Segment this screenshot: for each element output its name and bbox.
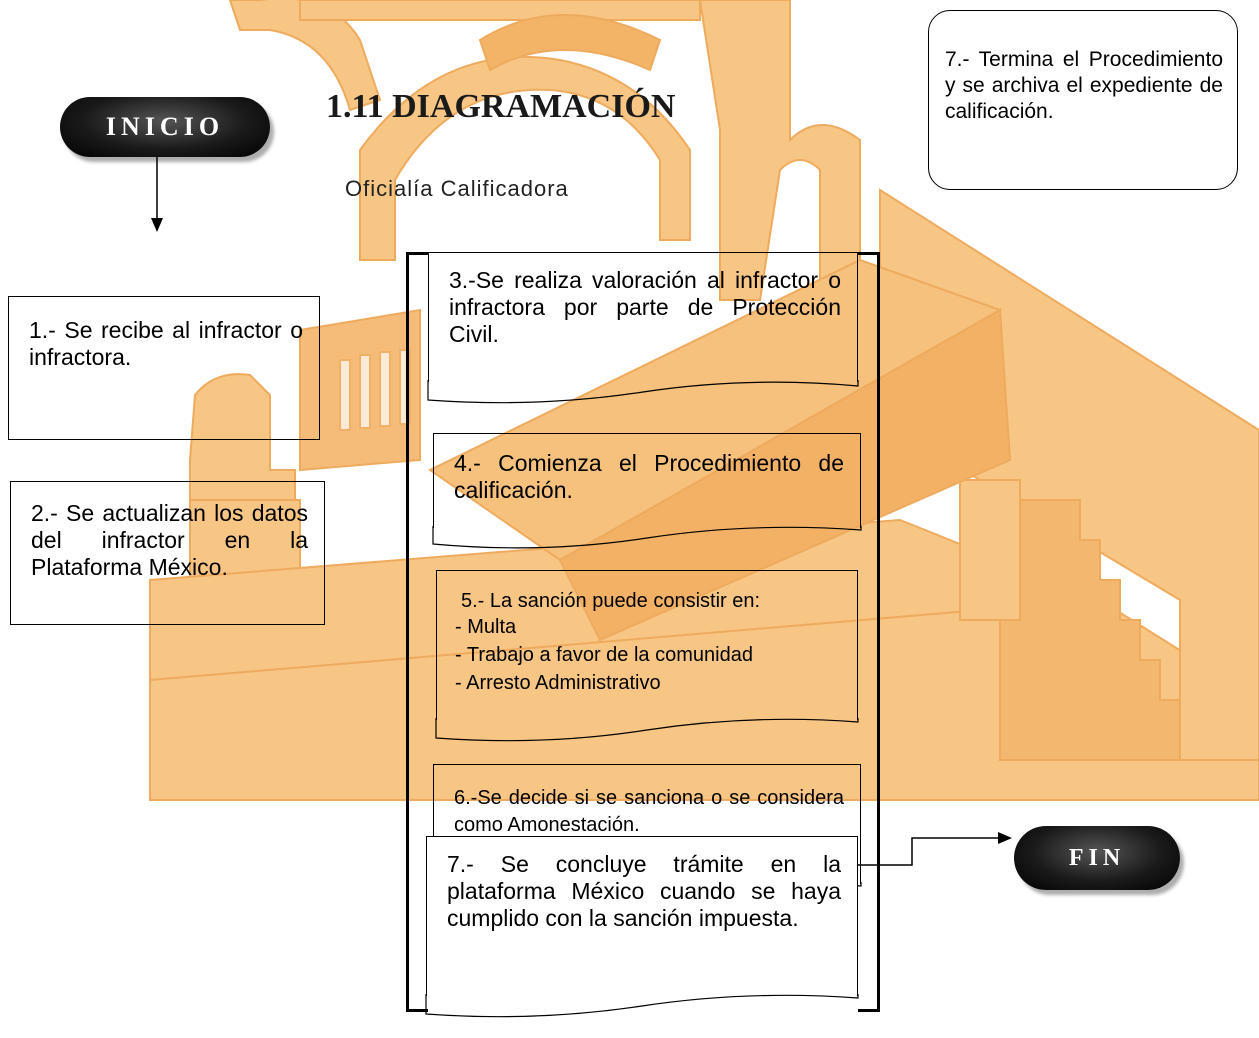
step-5-item: - Trabajo a favor de la comunidad xyxy=(455,644,753,666)
end-terminal: FIN xyxy=(1014,826,1180,890)
step-7a-box: 7.- Se concluye trámite en la plataforma… xyxy=(425,836,859,1018)
document-wave xyxy=(425,994,859,1018)
step-6-box: 6.-Se decide si se sanciona o se conside… xyxy=(432,764,862,905)
step-6-text: 6.-Se decide si se sanciona o se conside… xyxy=(454,787,844,836)
step-3-box: 3.-Se realiza valoración al infractor o … xyxy=(427,252,859,404)
step-4-text: 4.- Comienza el Procedimiento de calific… xyxy=(454,450,844,503)
step-5-item: - Arresto Administrativo xyxy=(455,672,661,694)
step-7b-text: 7.- Termina el Procedimiento y se archiv… xyxy=(945,48,1223,123)
step-5-title: 5.- La sanción puede consistir en: xyxy=(461,590,761,612)
step-1-text: 1.- Se recibe al infractor o infractora. xyxy=(29,317,303,370)
document-wave xyxy=(427,380,859,404)
page-subtitle: Oficialía Calificadora xyxy=(345,176,569,201)
step-4-box: 4.- Comienza el Procedimiento de calific… xyxy=(432,433,862,549)
end-label: FIN xyxy=(1068,844,1126,871)
step-2-box: 2.- Se actualizan los datos del infracto… xyxy=(10,481,325,625)
document-wave xyxy=(432,526,862,549)
step-5-box: 5.- La sanción puede consistir en: - Mul… xyxy=(435,570,859,742)
start-terminal: INICIO xyxy=(60,97,270,157)
document-wave xyxy=(435,718,859,742)
start-label: INICIO xyxy=(105,112,225,141)
step-7a-text: 7.- Se concluye trámite en la plataforma… xyxy=(447,851,841,931)
step-1-box: 1.- Se recibe al infractor o infractora. xyxy=(8,296,320,440)
step-3-text: 3.-Se realiza valoración al infractor o … xyxy=(449,267,841,347)
right-bracket xyxy=(858,252,880,1012)
page-title: 1.11 DIAGRAMACIÓN xyxy=(326,88,676,125)
step-2-text: 2.- Se actualizan los datos del infracto… xyxy=(31,500,308,580)
left-bracket xyxy=(406,252,428,1012)
step-7b-box: 7.- Termina el Procedimiento y se archiv… xyxy=(928,10,1238,190)
step-5-item: - Multa xyxy=(455,616,517,638)
